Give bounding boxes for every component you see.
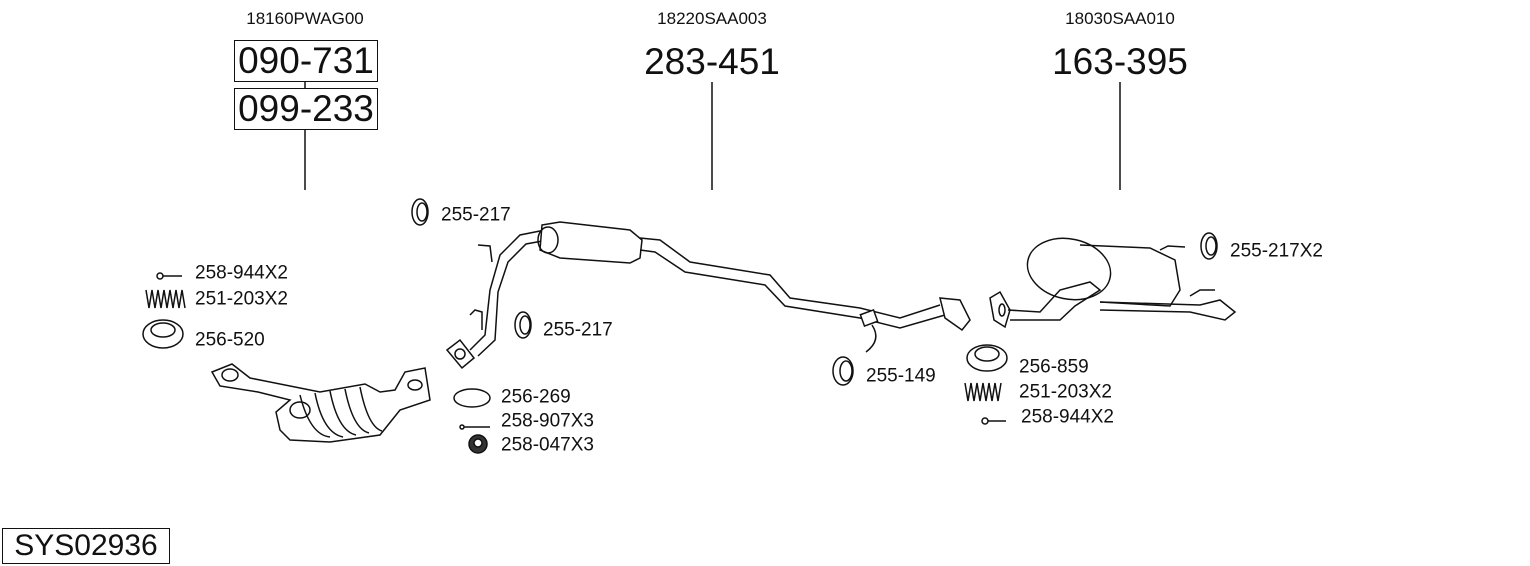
system-id-box: SYS02936 <box>2 528 170 564</box>
label-hanger-center[interactable]: 255-149 <box>866 365 936 387</box>
label-nut-mid[interactable]: 258-047X3 <box>501 434 594 456</box>
label-front-gasket[interactable]: 256-520 <box>195 329 265 351</box>
gasket-icon-mid <box>453 388 491 408</box>
oem-number-middle: 18220SAA003 <box>657 9 767 28</box>
label-gasket-mid[interactable]: 256-269 <box>501 386 571 408</box>
label-rear-hanger[interactable]: 255-217X2 <box>1230 240 1323 262</box>
label-front-bolt[interactable]: 258-944X2 <box>195 262 288 284</box>
spring-icon-rear <box>964 382 1002 402</box>
label-rear-bolt[interactable]: 258-944X2 <box>1021 406 1114 428</box>
label-hanger-mid[interactable]: 255-217 <box>543 319 613 341</box>
hanger-icon-top <box>411 198 429 226</box>
oem-number-front: 18160PWAG00 <box>246 9 364 28</box>
label-front-spring[interactable]: 251-203X2 <box>195 288 288 310</box>
part-number-box-front-1[interactable]: 090-731 <box>234 40 378 82</box>
bolt-icon-mid <box>459 424 490 430</box>
gasket-icon-front <box>142 319 184 349</box>
part-number-middle[interactable]: 283-451 <box>644 41 780 82</box>
nut-icon-mid <box>468 434 488 454</box>
rear-muffler-drawing <box>989 237 1237 329</box>
spring-icon-front <box>145 289 186 309</box>
label-bolt-mid[interactable]: 258-907X3 <box>501 410 594 432</box>
label-hanger-top[interactable]: 255-217 <box>441 204 511 226</box>
part-number-box-front-2[interactable]: 099-233 <box>234 88 378 130</box>
hanger-icon-rear <box>1200 232 1218 260</box>
hanger-icon-center <box>832 356 854 386</box>
oem-number-rear: 18030SAA010 <box>1065 9 1175 28</box>
bolt-icon-front <box>156 272 182 280</box>
label-rear-gasket[interactable]: 256-859 <box>1019 356 1089 378</box>
bolt-icon-rear <box>981 417 1006 425</box>
part-number-rear[interactable]: 163-395 <box>1052 41 1188 82</box>
middle-muffler-drawing <box>445 221 971 370</box>
label-rear-spring[interactable]: 251-203X2 <box>1019 381 1112 403</box>
catalytic-converter-drawing <box>210 363 431 443</box>
gasket-icon-rear <box>966 344 1008 372</box>
hanger-icon-mid <box>514 311 532 339</box>
